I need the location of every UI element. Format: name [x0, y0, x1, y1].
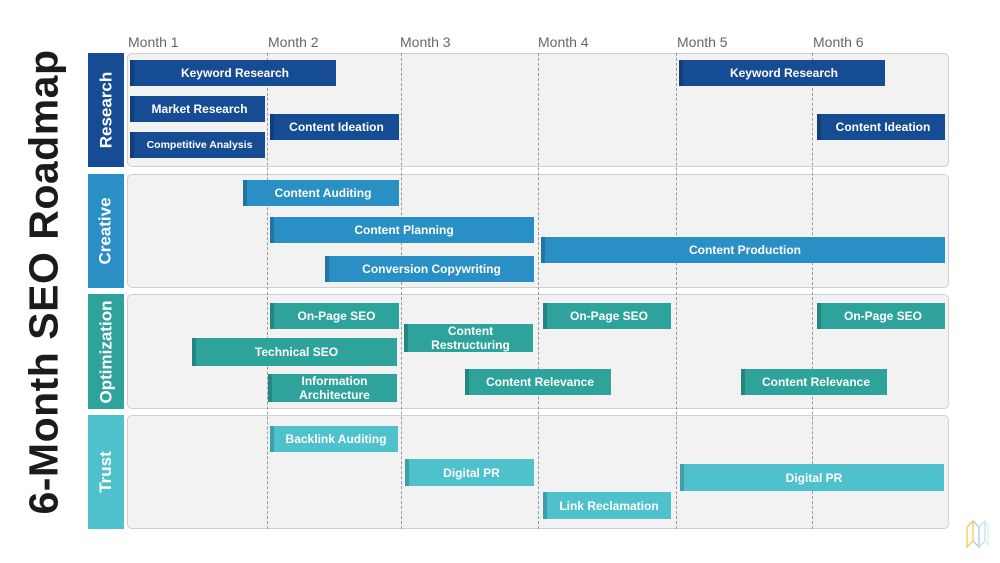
- task-on-page-seo: On-Page SEO: [543, 303, 671, 329]
- task-on-page-seo: On-Page SEO: [817, 303, 945, 329]
- task-on-page-seo: On-Page SEO: [270, 303, 399, 329]
- task-technical-seo: Technical SEO: [192, 338, 397, 366]
- lane-label-creative: Creative: [88, 174, 124, 288]
- task-competitive-analysis: Competitive Analysis: [130, 132, 265, 158]
- month-gridline: [401, 53, 402, 529]
- lane-label-research: Research: [88, 53, 124, 167]
- brand-logo-icon: [966, 519, 989, 549]
- page-title: 6-Month SEO Roadmap: [20, 49, 67, 515]
- month-header-5: Month 5: [677, 34, 728, 50]
- task-content-relevance: Content Relevance: [465, 369, 611, 395]
- task-market-research: Market Research: [130, 96, 265, 122]
- task-digital-pr: Digital PR: [405, 459, 534, 486]
- month-header-4: Month 4: [538, 34, 589, 50]
- task-content-planning: Content Planning: [270, 217, 534, 243]
- task-content-relevance: Content Relevance: [741, 369, 887, 395]
- lane-label-trust: Trust: [88, 415, 124, 529]
- month-header-1: Month 1: [128, 34, 179, 50]
- task-content-auditing: Content Auditing: [243, 180, 399, 206]
- task-content-restructuring: Content Restructuring: [404, 324, 533, 352]
- month-header-2: Month 2: [268, 34, 319, 50]
- task-keyword-research: Keyword Research: [679, 60, 885, 86]
- task-link-reclamation: Link Reclamation: [543, 492, 671, 519]
- task-keyword-research: Keyword Research: [130, 60, 336, 86]
- task-digital-pr: Digital PR: [680, 464, 944, 491]
- month-gridline: [267, 53, 268, 529]
- month-header-3: Month 3: [400, 34, 451, 50]
- task-content-production: Content Production: [541, 237, 945, 263]
- task-content-ideation: Content Ideation: [817, 114, 945, 140]
- month-gridline: [538, 53, 539, 529]
- task-information-architecture: Information Architecture: [268, 374, 397, 402]
- task-content-ideation: Content Ideation: [270, 114, 399, 140]
- task-backlink-auditing: Backlink Auditing: [270, 426, 398, 452]
- month-gridline: [676, 53, 677, 529]
- lane-label-optimization: Optimization: [88, 294, 124, 409]
- month-header-6: Month 6: [813, 34, 864, 50]
- month-gridline: [812, 53, 813, 529]
- task-conversion-copywriting: Conversion Copywriting: [325, 256, 534, 282]
